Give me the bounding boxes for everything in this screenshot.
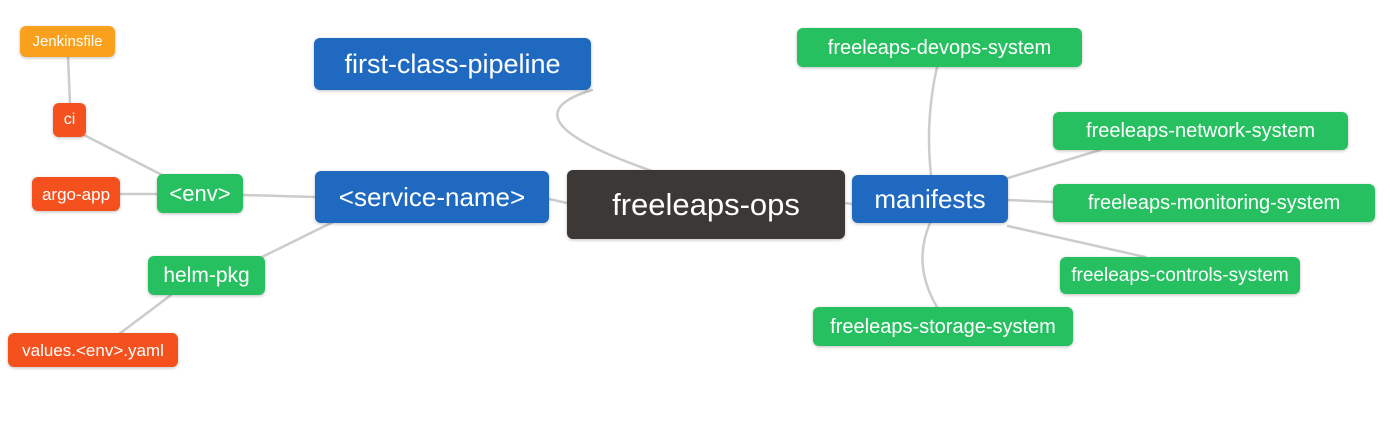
- edge-service-name-to-helm-pkg: [260, 220, 335, 259]
- edge-freeleaps-ops-to-first-class-pipeline: [556, 88, 654, 173]
- node-freeleaps-ops[interactable]: freeleaps-ops: [567, 170, 845, 239]
- node-jenkinsfile[interactable]: Jenkinsfile: [20, 26, 115, 57]
- edge-ci-to-jenkinsfile: [66, 55, 72, 105]
- node-env[interactable]: <env>: [157, 174, 243, 213]
- edge-helm-pkg-to-values-env-yaml: [117, 293, 173, 336]
- node-freeleaps-monitoring-system[interactable]: freeleaps-monitoring-system: [1053, 184, 1375, 222]
- node-freeleaps-devops-system[interactable]: freeleaps-devops-system: [797, 28, 1082, 67]
- node-ci[interactable]: ci: [53, 103, 86, 137]
- edge-manifests-to-freeleaps-storage-system: [921, 221, 939, 309]
- node-helm-pkg[interactable]: helm-pkg: [148, 256, 265, 295]
- node-freeleaps-controls-system[interactable]: freeleaps-controls-system: [1060, 257, 1300, 294]
- edge-manifests-to-freeleaps-devops-system: [927, 65, 939, 177]
- node-service-name[interactable]: <service-name>: [315, 171, 549, 223]
- edge-manifests-to-freeleaps-monitoring-system: [1006, 198, 1055, 204]
- node-freeleaps-network-system[interactable]: freeleaps-network-system: [1053, 112, 1348, 150]
- node-freeleaps-storage-system[interactable]: freeleaps-storage-system: [813, 307, 1073, 346]
- edge-freeleaps-ops-to-service-name: [547, 197, 569, 205]
- edge-freeleaps-ops-to-manifests: [843, 201, 854, 206]
- edge-env-to-ci: [82, 133, 164, 177]
- edge-manifests-to-freeleaps-controls-system: [1006, 224, 1147, 259]
- node-manifests[interactable]: manifests: [852, 175, 1008, 223]
- node-first-class-pipeline[interactable]: first-class-pipeline: [314, 38, 591, 90]
- edge-manifests-to-freeleaps-network-system: [1006, 148, 1102, 180]
- edge-service-name-to-env: [241, 193, 317, 199]
- node-argo-app[interactable]: argo-app: [32, 177, 120, 211]
- node-values-env-yaml[interactable]: values.<env>.yaml: [8, 333, 178, 367]
